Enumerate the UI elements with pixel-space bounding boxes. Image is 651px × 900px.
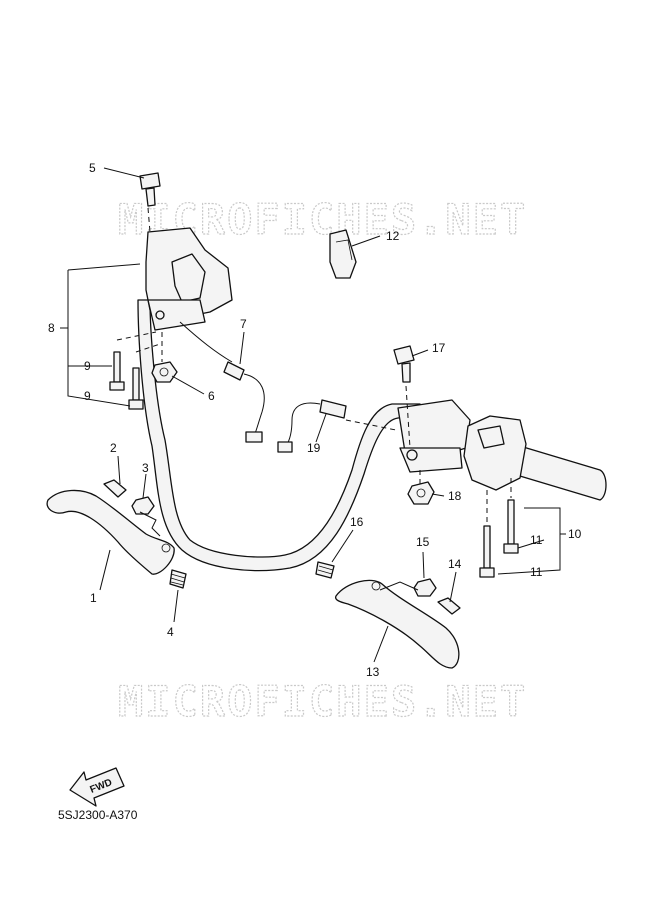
callout-2: 2 xyxy=(110,441,117,455)
bolt-5[interactable] xyxy=(139,172,161,207)
watermark-bottom: MICROFICHES.NET xyxy=(118,677,527,726)
callout-11-lower: 11 xyxy=(530,565,543,579)
right-switch-10[interactable] xyxy=(463,415,527,491)
callout-8: 8 xyxy=(48,321,55,335)
leader-18 xyxy=(431,493,445,497)
leader-3 xyxy=(142,473,147,499)
leader-6 xyxy=(171,375,205,395)
guide-3 xyxy=(139,511,161,537)
leader-2 xyxy=(117,455,121,485)
fwd-arrow-icon: FWD xyxy=(69,767,125,807)
bolt-2[interactable] xyxy=(103,479,127,498)
callout-1: 1 xyxy=(90,591,97,605)
leader-1 xyxy=(99,549,111,591)
callout-9-lower: 9 xyxy=(84,389,91,403)
bracket-10 xyxy=(497,507,566,575)
callout-9-upper: 9 xyxy=(84,359,91,373)
callout-7: 7 xyxy=(240,317,247,331)
clutch-holder[interactable] xyxy=(145,227,233,363)
callout-14: 14 xyxy=(448,557,462,571)
callout-11-upper: 11 xyxy=(530,533,543,547)
callout-3: 3 xyxy=(142,461,149,475)
guide-9a xyxy=(116,331,157,341)
nut-18[interactable] xyxy=(407,481,435,505)
clip-12[interactable] xyxy=(329,229,357,279)
master-cylinder[interactable] xyxy=(397,399,471,473)
guide-9b xyxy=(135,343,161,353)
bracket-8 xyxy=(60,263,141,407)
leader-5 xyxy=(103,167,145,179)
callout-18: 18 xyxy=(448,489,462,503)
bolt-17[interactable] xyxy=(393,345,415,383)
leader-19 xyxy=(315,413,327,443)
leader-13 xyxy=(373,625,389,663)
leader-16 xyxy=(331,529,354,563)
leader-4 xyxy=(173,589,179,623)
callout-10: 10 xyxy=(568,527,582,541)
callout-13: 13 xyxy=(366,665,380,679)
brake-switch-19[interactable] xyxy=(277,399,347,453)
callout-4: 4 xyxy=(167,625,174,639)
callout-6: 6 xyxy=(208,389,215,403)
handlebar[interactable] xyxy=(137,299,607,572)
callout-19: 19 xyxy=(307,441,321,455)
screw-11-lower[interactable] xyxy=(479,525,495,578)
callout-15: 15 xyxy=(416,535,430,549)
callout-12: 12 xyxy=(386,229,400,243)
clutch-switch-7[interactable] xyxy=(223,361,265,443)
spring-4[interactable] xyxy=(169,569,187,589)
guide-5 xyxy=(147,207,151,233)
leader-7 xyxy=(239,331,245,365)
callout-17: 17 xyxy=(432,341,446,355)
bolt-14[interactable] xyxy=(437,597,461,615)
brake-lever[interactable] xyxy=(334,579,460,669)
leader-12 xyxy=(351,235,381,247)
leader-14 xyxy=(449,571,457,603)
screw-9-upper[interactable] xyxy=(109,351,125,391)
nut-15[interactable] xyxy=(413,578,437,597)
leader-15 xyxy=(422,551,425,579)
callout-5: 5 xyxy=(89,161,96,175)
diagram-code: 5SJ2300-A370 xyxy=(58,808,138,822)
screw-9-lower[interactable] xyxy=(128,367,144,410)
spring-16[interactable] xyxy=(315,561,335,579)
nut-6[interactable] xyxy=(151,361,178,383)
callout-16: 16 xyxy=(350,515,364,529)
nut-3[interactable] xyxy=(131,496,155,515)
guide-15 xyxy=(379,581,419,591)
guide-17 xyxy=(405,385,411,449)
leader-17 xyxy=(411,349,429,357)
clutch-lever[interactable] xyxy=(46,489,175,575)
screw-11-upper[interactable] xyxy=(503,499,519,554)
